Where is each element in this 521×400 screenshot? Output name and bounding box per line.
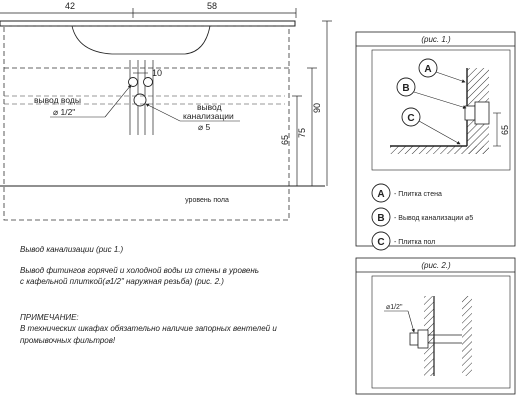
marker-c-leader — [418, 120, 461, 145]
drain-diameter: ⌀ 5 — [198, 122, 210, 132]
water-outlet-left — [128, 77, 138, 87]
note-line-4: В технических шкафах обязательно наличие… — [20, 324, 277, 333]
marker-b-letter: B — [402, 83, 409, 94]
water-outlet-right — [143, 77, 153, 87]
legend-letter-a: A — [377, 189, 384, 200]
marker-a-letter: A — [424, 64, 431, 75]
countertop — [0, 20, 296, 27]
cabinet-outline — [3, 25, 290, 221]
figure-2-frame — [355, 257, 516, 395]
width-left-dim: 42 — [65, 1, 75, 11]
water-outlet-diameter: ⌀ 1/2" — [53, 107, 75, 117]
floor-level-label: уровень пола — [185, 197, 229, 204]
cabinet-drawing: 42 58 10 вывод воды ⌀ 1/2" вывод канал — [0, 1, 332, 221]
wall-back-hatch — [462, 296, 472, 376]
wall-tile-hatch — [424, 296, 434, 376]
marker-a — [418, 58, 438, 78]
figure-2: (рис. 2.) ⌀1/2" — [355, 257, 516, 395]
figure-1-dim-label: 65 — [500, 125, 510, 135]
drain-label-line1: вывод — [197, 102, 222, 112]
legend-letter-b: B — [377, 213, 384, 224]
dim-75-label: 75 — [297, 128, 307, 138]
marker-a-leader — [435, 71, 466, 83]
legend-text-c: - Плитка пол — [394, 239, 435, 246]
water-leader-line — [104, 84, 132, 118]
drain-pipe-body — [474, 101, 490, 125]
figure-2-caption: (рис. 2.) — [421, 261, 451, 270]
marker-b-leader — [413, 91, 467, 109]
figure-2-inner-frame — [371, 275, 511, 389]
dim-90-label: 90 — [312, 103, 322, 113]
note-line-1: Вывод канализации (рис 1.) — [20, 245, 123, 254]
note-heading: ПРИМЕЧАНИЕ: — [20, 313, 79, 322]
legend-marker-b — [371, 207, 391, 227]
drain-outlet — [133, 93, 147, 107]
legend-text-b: - Вывод канализации ⌀5 — [394, 215, 473, 222]
marker-c — [401, 107, 421, 127]
drain-leader-line — [145, 103, 181, 122]
pipe-gap-dim: 10 — [152, 68, 162, 78]
drain-label-line2: канализации — [183, 111, 234, 121]
note-line-5: промывочных фильтров! — [20, 336, 116, 345]
figure-1-inner-frame — [371, 49, 511, 171]
fitting-thread — [409, 332, 419, 346]
legend: A - Плитка стена B - Вывод канализации ⌀… — [371, 183, 473, 251]
dim-65-label: 65 — [280, 135, 290, 145]
floor-hatch — [390, 146, 489, 154]
water-outlet-label: вывод воды — [34, 95, 81, 105]
width-right-dim: 58 — [207, 1, 217, 11]
legend-letter-c: C — [377, 237, 384, 248]
note-line-3: с кафельной плиткой(⌀1/2" наружная резьб… — [20, 277, 224, 286]
drain-pipe-flange — [464, 105, 476, 121]
figure-1-caption: (рис. 1.) — [421, 35, 451, 44]
fitting-diameter: ⌀1/2" — [386, 304, 403, 311]
fitting-nut — [417, 329, 429, 349]
legend-marker-c — [371, 231, 391, 251]
legend-text-a: - Плитка стена — [394, 191, 442, 198]
figure-1: (рис. 1.) 65 A B C A - Плитка стена — [355, 31, 516, 251]
legend-marker-a — [371, 183, 391, 203]
marker-b — [396, 77, 416, 97]
fitting-leader-line — [407, 310, 415, 333]
marker-c-letter: C — [407, 113, 414, 124]
basin-outline — [71, 25, 211, 55]
notes-block: Вывод канализации (рис 1.) Вывод фитинго… — [20, 245, 277, 345]
note-line-2: Вывод фитингов горячей и холодной воды и… — [20, 266, 259, 275]
